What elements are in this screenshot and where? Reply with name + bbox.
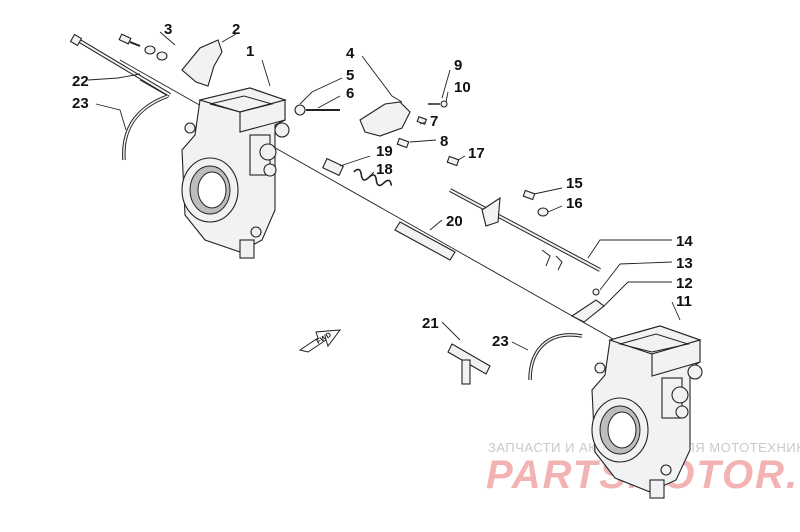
callout-8: 8 — [440, 133, 448, 150]
leader-lines — [87, 31, 681, 351]
callout-23-right: 23 — [492, 333, 509, 350]
screw-13 — [592, 288, 600, 296]
callout-18: 18 — [376, 161, 393, 178]
return-spring-18 — [353, 168, 393, 187]
callout-1: 1 — [246, 43, 254, 60]
callout-13: 13 — [676, 255, 693, 272]
callout-19: 19 — [376, 143, 393, 160]
throttle-bracket-assembly — [294, 100, 448, 149]
callout-14: 14 — [676, 233, 693, 250]
callout-7: 7 — [430, 113, 438, 130]
sync-sleeve-20 — [394, 221, 456, 261]
callout-11: 11 — [676, 293, 692, 310]
callout-17: 17 — [468, 145, 485, 162]
vent-hose-right — [528, 333, 583, 381]
link-bracket-12 — [570, 299, 605, 323]
callout-15: 15 — [566, 175, 583, 192]
callout-labels: 1 2 3 4 5 6 7 8 9 10 11 12 13 14 15 16 1… — [72, 21, 693, 350]
callout-12: 12 — [676, 275, 693, 292]
callout-3: 3 — [164, 21, 172, 38]
screw-15 — [522, 189, 536, 201]
callout-16: 16 — [566, 195, 583, 212]
forward-direction-arrow: FWD — [298, 329, 342, 353]
callout-22: 22 — [72, 73, 89, 90]
carburetor-right — [591, 325, 703, 499]
throttle-shaft-14 — [449, 188, 601, 272]
callout-4: 4 — [346, 45, 355, 62]
carburetor-left — [181, 87, 290, 259]
callout-20: 20 — [446, 213, 463, 230]
callout-2: 2 — [232, 21, 240, 38]
washer-16 — [537, 207, 549, 217]
callout-5: 5 — [346, 67, 354, 84]
vent-hose-left — [122, 94, 169, 161]
callout-6: 6 — [346, 85, 354, 102]
callout-23-left: 23 — [72, 95, 89, 112]
tie-rod-22 — [69, 33, 172, 97]
callout-21: 21 — [422, 315, 439, 332]
bushing-19 — [321, 157, 345, 177]
tee-fitting-21 — [447, 343, 491, 385]
callout-10: 10 — [454, 79, 471, 96]
callout-9: 9 — [454, 57, 462, 74]
cable-bracket-2 — [181, 39, 223, 87]
screw-washer-set-3 — [118, 33, 168, 61]
screw-17 — [446, 155, 460, 167]
